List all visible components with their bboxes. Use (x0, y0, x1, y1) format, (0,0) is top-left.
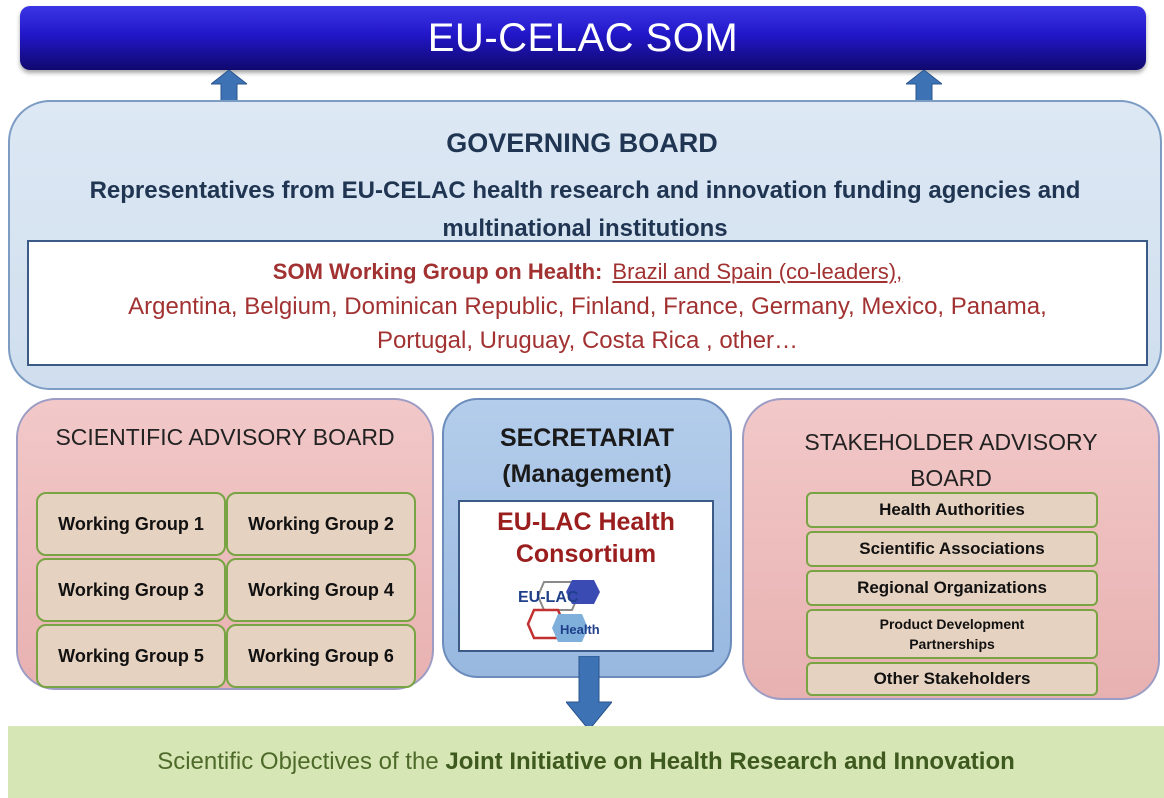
working-group-box: Working Group 6 (226, 624, 416, 688)
stakeholder-item: Scientific Associations (806, 531, 1098, 567)
scientific-advisory-board-title: SCIENTIFIC ADVISORY BOARD (55, 424, 395, 450)
consortium-name-line: Consortium (515, 540, 657, 568)
stakeholder-title-line: BOARD (910, 465, 992, 491)
down-arrow-icon (564, 655, 614, 731)
stakeholder-advisory-board-title: STAKEHOLDER ADVISORY BOARD (742, 424, 1160, 496)
stakeholder-item: Health Authorities (806, 492, 1098, 528)
som-countries-line: Argentina, Belgium, Dominican Republic, … (128, 293, 1047, 320)
governing-board-title: GOVERNING BOARD (446, 128, 718, 158)
stakeholder-item: Other Stakeholders (806, 662, 1098, 696)
stakeholder-item: Product Development Partnerships (806, 609, 1098, 659)
consortium-name-line: EU-LAC Health (497, 508, 675, 536)
stakeholder-item: Regional Organizations (806, 570, 1098, 606)
svg-text:EU-LAC: EU-LAC (518, 589, 579, 606)
som-working-group-title: SOM Working Group on Health: (272, 259, 603, 284)
secretariat-title: SECRETARIAT (Management) (442, 420, 732, 492)
scientific-objectives-bar: Scientific Objectives of the Joint Initi… (8, 726, 1164, 798)
working-group-box: Working Group 4 (226, 558, 416, 622)
working-group-box: Working Group 5 (36, 624, 226, 688)
working-group-box: Working Group 3 (36, 558, 226, 622)
bottom-text-bold: Joint Initiative on Health Research and … (445, 748, 1015, 775)
eu-lac-health-logo: EU-LAC Health (514, 576, 608, 646)
som-countries-line: Portugal, Uruguay, Costa Rica , other… (376, 327, 799, 354)
stakeholder-title-line: STAKEHOLDER ADVISORY (804, 429, 1098, 455)
secretariat-title-line: SECRETARIAT (499, 424, 675, 452)
working-group-box: Working Group 1 (36, 492, 226, 556)
som-working-group-box: SOM Working Group on Health: Brazil and S… (27, 240, 1148, 366)
eu-celac-som-bar: EU-CELAC SOM (20, 6, 1146, 70)
governing-board-description: Representatives from EU-CELAC health res… (89, 177, 1081, 242)
svg-text:Health: Health (560, 622, 600, 637)
working-group-box: Working Group 2 (226, 492, 416, 556)
secretariat-subtitle: (Management) (502, 460, 672, 488)
consortium-name: EU-LAC Health Consortium (458, 506, 714, 570)
bottom-text-prefix: Scientific Objectives of the (157, 748, 446, 775)
som-co-leaders: Brazil and Spain (co-leaders), (612, 259, 903, 284)
